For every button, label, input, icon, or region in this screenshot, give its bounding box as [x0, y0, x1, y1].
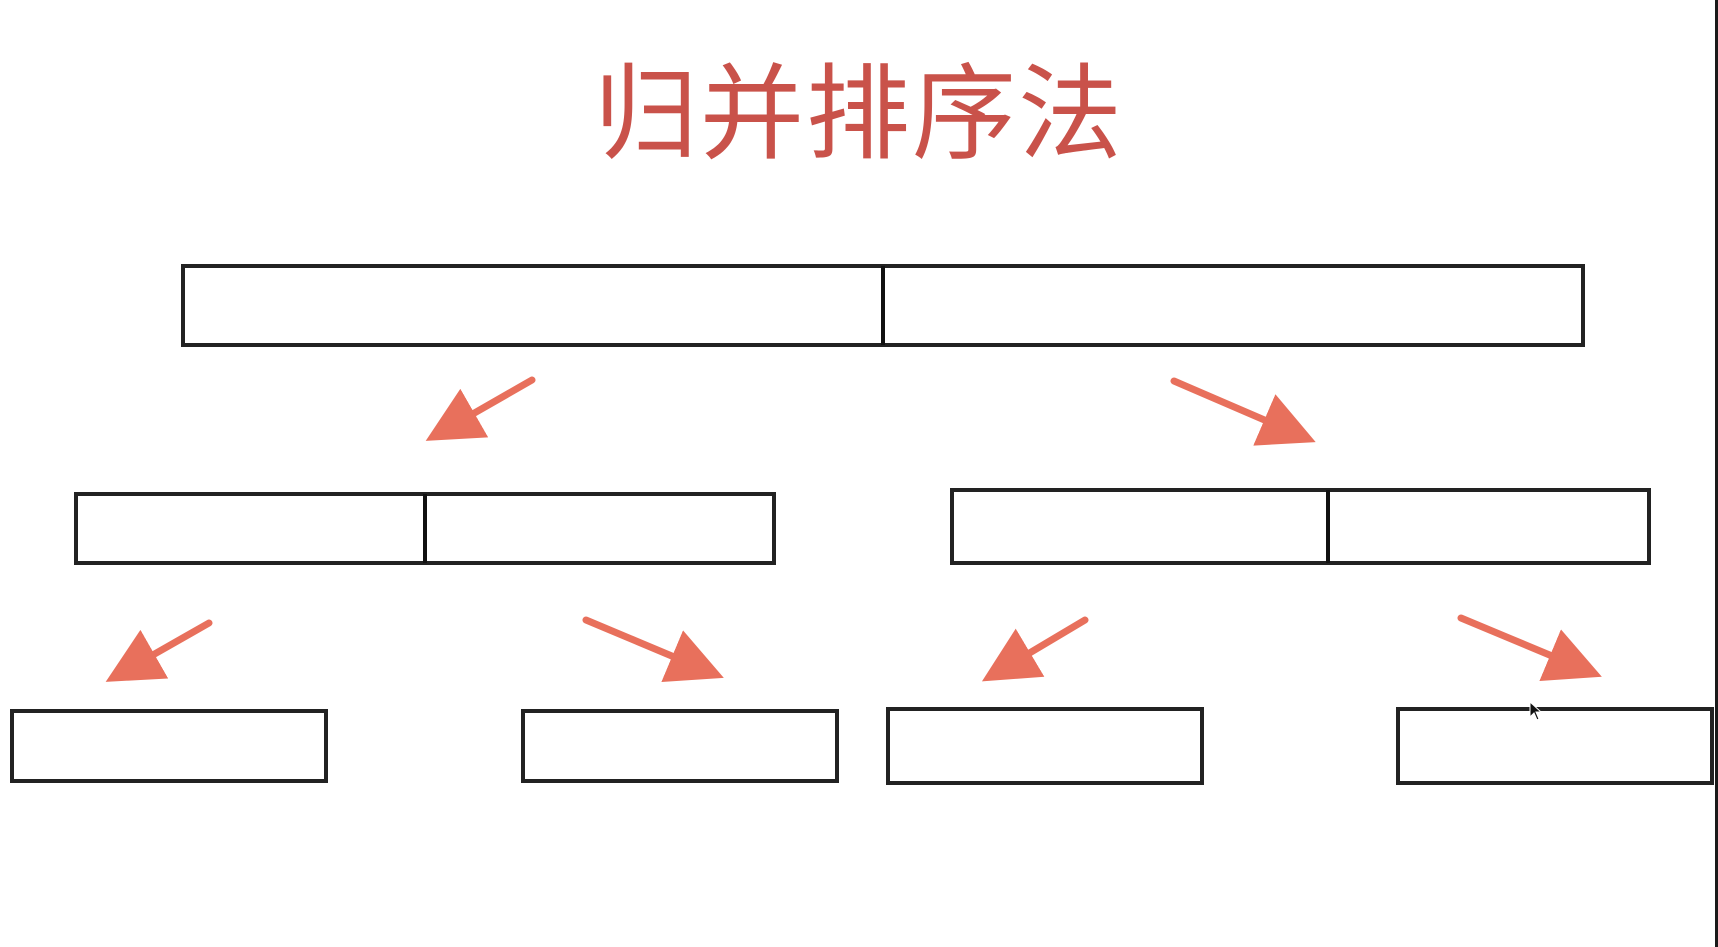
array-box — [521, 709, 839, 783]
level-2-arrays — [10, 707, 1714, 785]
window-edge-line — [1715, 0, 1718, 947]
slide-title: 归并排序法 — [593, 53, 1124, 175]
level-1-right-array — [950, 488, 1651, 565]
arrow-icon — [582, 616, 724, 682]
mouse-pointer-icon — [1529, 701, 1543, 721]
arrows-level-1 — [105, 614, 1602, 682]
arrow-icon — [1170, 377, 1316, 446]
array-box — [950, 488, 1651, 565]
array-box — [10, 709, 328, 783]
arrow-icon — [1457, 614, 1602, 682]
level-1-left-array — [74, 492, 776, 565]
arrows-level-0 — [425, 376, 1316, 446]
level-0-array — [181, 264, 1585, 347]
arrow-icon — [425, 376, 536, 441]
array-box — [1396, 707, 1714, 785]
array-box — [886, 707, 1204, 785]
arrow-icon — [105, 619, 213, 682]
arrow-icon — [981, 616, 1089, 682]
